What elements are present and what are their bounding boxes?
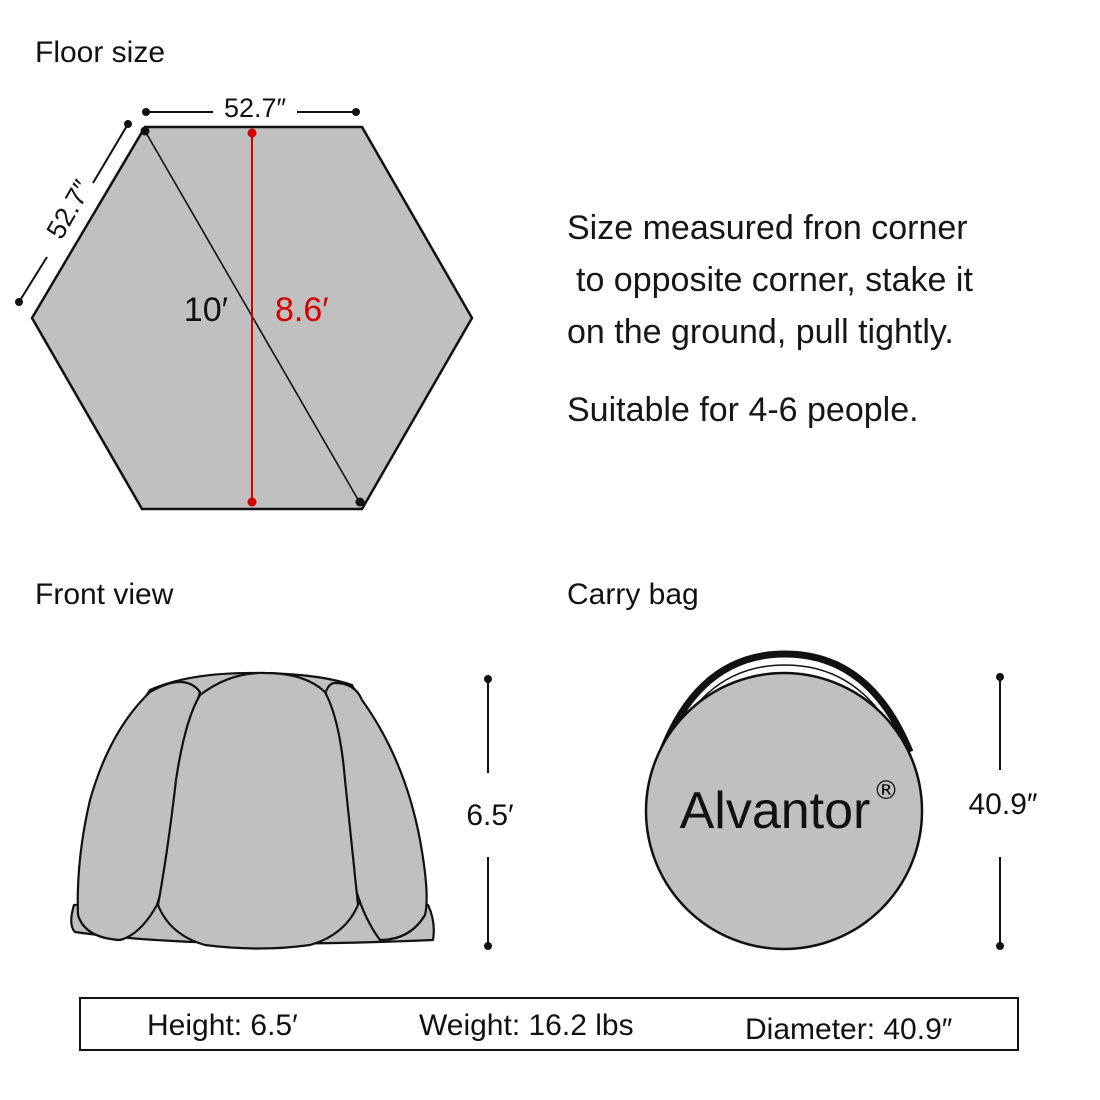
diagonal-label: 10′ bbox=[184, 291, 228, 329]
front-view-title: Front view bbox=[35, 578, 174, 611]
summary-weight: Weight: 16.2 lbs bbox=[419, 1009, 634, 1042]
front-height-label: 6.5′ bbox=[466, 799, 514, 832]
width-end-dot bbox=[247, 128, 257, 138]
width-end-dot bbox=[247, 497, 257, 507]
tent-front-view bbox=[70, 671, 435, 950]
floor-size-title: Floor size bbox=[35, 36, 166, 69]
carry-bag: Alvantor ® bbox=[644, 650, 924, 951]
summary-diameter: Diameter: 40.9″ bbox=[745, 1013, 953, 1046]
bag-brand: Alvantor bbox=[680, 782, 871, 840]
description-line-2: to opposite corner, stake it bbox=[576, 261, 973, 299]
top-dimension-dot bbox=[142, 108, 150, 116]
side-dimension-dot bbox=[124, 120, 132, 128]
height-dimension-dot bbox=[484, 675, 492, 683]
diagonal-end-dot bbox=[140, 126, 150, 136]
tent-panel-center bbox=[156, 671, 360, 950]
diameter-dimension-dot bbox=[996, 942, 1004, 950]
diagonal-end-dot bbox=[355, 497, 365, 507]
top-edge-label: 52.7″ bbox=[224, 93, 287, 123]
carry-bag-title: Carry bag bbox=[567, 578, 699, 611]
summary-height: Height: 6.5′ bbox=[147, 1009, 298, 1042]
bag-diameter-label: 40.9″ bbox=[968, 788, 1037, 821]
specs-summary-box: Height: 6.5′ Weight: 16.2 lbs Diameter: … bbox=[79, 997, 1019, 1051]
description-line-1: Size measured fron corner bbox=[567, 209, 968, 247]
diameter-dimension-dot bbox=[996, 673, 1004, 681]
side-dimension-line bbox=[92, 123, 129, 184]
top-dimension-dot bbox=[352, 108, 360, 116]
description-line-3: on the ground, pull tightly. bbox=[567, 313, 954, 351]
side-dimension-line bbox=[18, 256, 48, 303]
side-dimension-dot bbox=[15, 298, 23, 306]
capacity-text: Suitable for 4-6 people. bbox=[567, 391, 919, 429]
width-label: 8.6′ bbox=[275, 291, 329, 329]
height-dimension-dot bbox=[484, 942, 492, 950]
bag-body bbox=[644, 671, 924, 951]
bag-handle bbox=[658, 650, 914, 754]
registered-mark: ® bbox=[873, 776, 899, 806]
floor-plan: 52.7″ 52.7″ 10′ 8.6′ bbox=[15, 93, 474, 511]
